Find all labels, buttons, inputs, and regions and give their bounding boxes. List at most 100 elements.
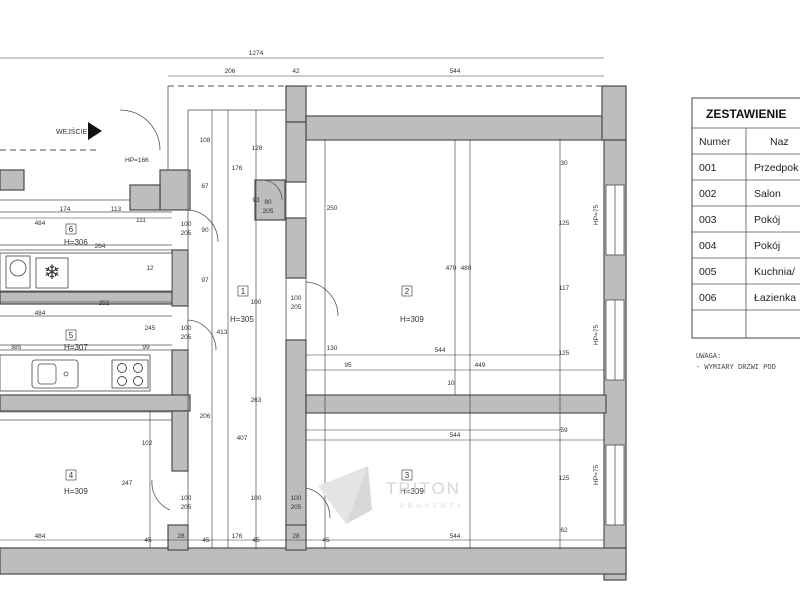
dim-label: 100 — [251, 299, 262, 306]
sink-icon — [31, 359, 79, 389]
notes: UWAGA: - WYMIARY DRZWI POD — [696, 353, 776, 372]
dim-label: 449 — [475, 362, 486, 369]
dim-top-3: 544 — [450, 68, 461, 75]
door-swing-3 — [305, 487, 331, 519]
dim-label: 245 — [145, 325, 156, 332]
dimension-lines — [0, 57, 604, 548]
table-row-number: 002 — [699, 188, 717, 200]
wall-segment — [285, 217, 307, 279]
dim-label: 67 — [201, 183, 209, 190]
room-schedule-table: ZESTAWIENIE Numer Naz 001 Przedpok 002 S… — [691, 97, 800, 339]
dim-label: 28 — [177, 533, 185, 540]
table-row-number: 003 — [699, 214, 717, 226]
room-number-5: 5 — [69, 331, 74, 340]
door-swing-2 — [305, 281, 339, 317]
table-row-name: Pokój — [754, 240, 780, 252]
dim-label: 247 — [122, 480, 133, 487]
table-row-name: Pokój — [754, 214, 780, 226]
dim-label: 484 — [35, 310, 46, 317]
table-row-number: 005 — [699, 266, 717, 278]
room-height-2: H=309 — [400, 315, 424, 324]
freezer-box — [35, 257, 69, 289]
wall-segment — [159, 169, 191, 211]
table-row-number: 006 — [699, 292, 717, 304]
snowflake-icon: ❄ — [44, 262, 61, 284]
dim-label: 59 — [560, 427, 568, 434]
hp-label: HP=75 — [593, 465, 600, 485]
dim-label: 100 — [251, 495, 262, 502]
door-height: 205 — [181, 504, 192, 511]
dim-label: 62 — [560, 527, 568, 534]
dim-label: 12 — [146, 265, 154, 272]
room-height-4: H=309 — [64, 487, 88, 496]
table-row-name: Kuchnia/ — [754, 266, 795, 278]
walls — [0, 85, 627, 581]
dim-label: 108 — [200, 137, 211, 144]
dim-label: 45 — [252, 537, 260, 544]
door-swing-6 — [187, 209, 219, 243]
dim-label: 28 — [292, 533, 300, 540]
dim-label: 480 — [461, 265, 472, 272]
dim-label: 45 — [202, 537, 210, 544]
dim-top-1: 206 — [225, 68, 236, 75]
entrance-door-swing — [119, 109, 161, 151]
wall-segment — [285, 121, 307, 183]
room-number-3: 3 — [405, 471, 410, 480]
dim-label: 544 — [435, 347, 446, 354]
wall-segment — [285, 85, 307, 123]
wall-segment — [171, 249, 189, 307]
room-number-box — [401, 469, 413, 481]
room-number-box — [65, 469, 77, 481]
wall-segment — [254, 179, 286, 221]
watermark: TRITON PROPERTY — [318, 466, 465, 524]
wall-segment — [0, 169, 25, 191]
dim-label: 113 — [111, 206, 122, 213]
dim-label: 470 — [446, 265, 457, 272]
table-row-number: 001 — [699, 162, 717, 174]
room-number-box — [237, 285, 249, 297]
door-width: 100 — [291, 495, 302, 502]
dim-label: 99 — [142, 344, 150, 351]
dim-label: 176 — [232, 165, 243, 172]
dim-label: 30 — [560, 160, 568, 167]
dim-label: 93 — [252, 197, 260, 204]
dim-top-2: 42 — [292, 68, 300, 75]
room-number-box — [65, 223, 77, 235]
room-labels: 1 H=305 2 H=309 3 H=309 4 H=309 5 H=307 … — [64, 223, 424, 496]
doors — [88, 109, 339, 519]
wall-segment — [601, 85, 627, 141]
table-title: ZESTAWIENIE — [706, 107, 786, 121]
dim-label: 45 — [144, 537, 152, 544]
door-dimension-labels: 100 205 100 205 100 205 100 205 100 205 … — [181, 199, 302, 511]
fridge-icon — [9, 259, 27, 277]
table-row-name: Łazienka — [754, 292, 796, 304]
dim-label: 97 — [201, 277, 209, 284]
dim-label: 90 — [201, 227, 209, 234]
wall-segment — [171, 349, 189, 401]
wall-segment — [0, 547, 627, 575]
dim-label: 250 — [327, 205, 338, 212]
watermark-sub: PROPERTY — [400, 504, 465, 510]
dim-label: 130 — [327, 345, 338, 352]
door-height: 205 — [263, 208, 274, 215]
table-row-name: Przedpok — [754, 162, 799, 174]
door-width: 100 — [291, 295, 302, 302]
notes-title: UWAGA: — [696, 353, 721, 361]
room-height-6: H=306 — [64, 238, 88, 247]
door-width: 100 — [181, 325, 192, 332]
stove-icon — [111, 359, 149, 389]
watermark-logo-icon — [318, 466, 368, 524]
entrance-label: WEJŚCIE — [56, 127, 87, 136]
dim-label: 407 — [237, 435, 248, 442]
door-swing-corridor — [261, 179, 283, 201]
room-number-1: 1 — [241, 287, 246, 296]
dim-label: 176 — [232, 533, 243, 540]
door-height: 205 — [291, 304, 302, 311]
wall-segment — [305, 115, 607, 141]
door-swing-4 — [151, 479, 171, 511]
fixtures: ❄ — [0, 252, 173, 392]
hp-label: HP=166 — [125, 157, 149, 164]
dim-label: 544 — [450, 432, 461, 439]
